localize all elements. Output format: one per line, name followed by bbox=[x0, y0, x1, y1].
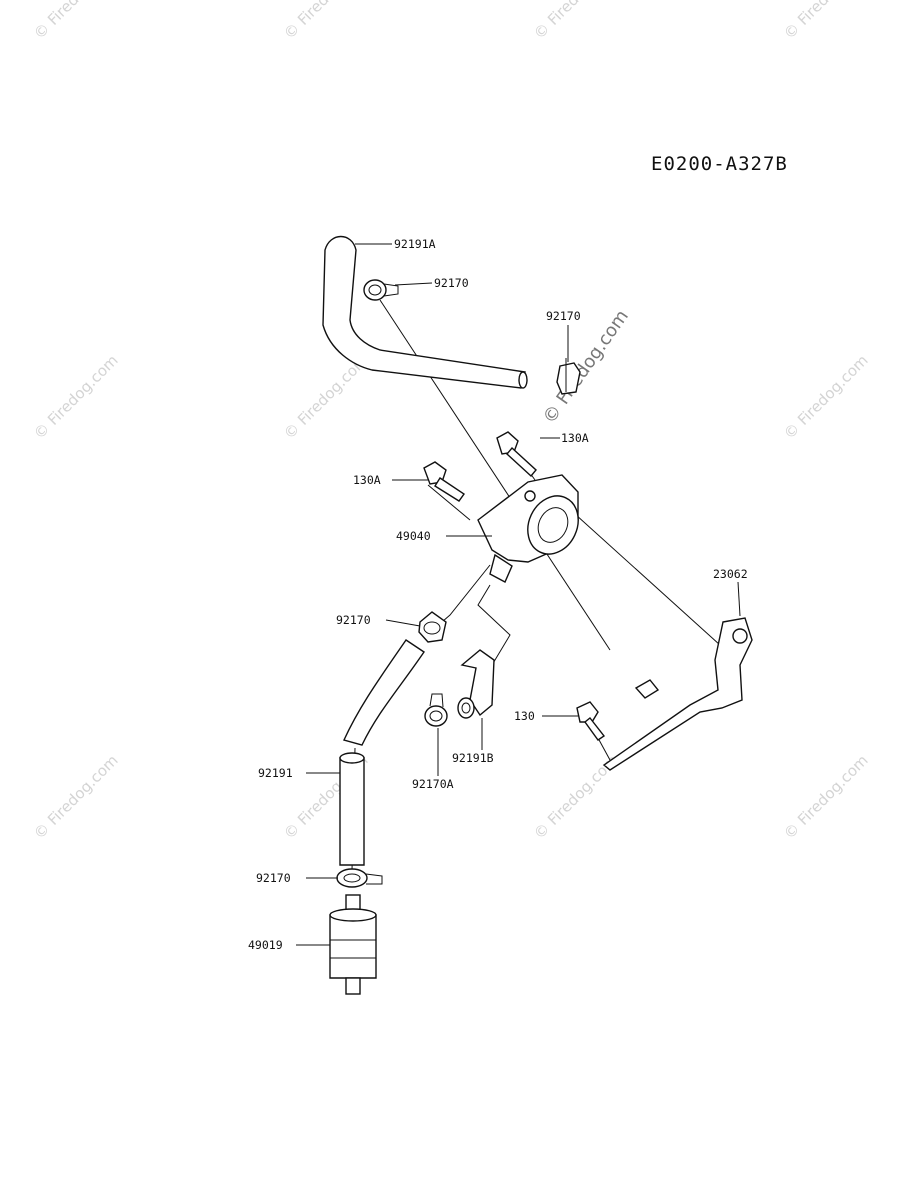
clamp-92170a bbox=[424, 693, 475, 727]
watermark: © Firedog.com bbox=[280, 0, 372, 43]
fuel-pump-49040 bbox=[477, 474, 579, 583]
label-92191b: 92191B bbox=[452, 751, 494, 765]
bolt-130 bbox=[576, 701, 606, 741]
fuel-filter-49019 bbox=[329, 894, 377, 995]
part-labels: 92191A 92170 92170 130A 130A 49040 23062… bbox=[248, 237, 748, 952]
watermark-grid: © Firedog.com © Firedog.com © Firedog.co… bbox=[30, 0, 872, 843]
label-92170-top-right: 92170 bbox=[546, 309, 581, 323]
watermark: © Firedog.com bbox=[780, 751, 872, 843]
label-49019: 49019 bbox=[248, 938, 283, 952]
diagram-code: E0200-A327B bbox=[651, 153, 788, 175]
watermark: © Firedog.com bbox=[780, 0, 872, 43]
clamp-top-left bbox=[363, 279, 399, 301]
clamp-bottom bbox=[336, 868, 383, 888]
clamp-top-right bbox=[556, 358, 581, 395]
label-49040: 49040 bbox=[396, 529, 431, 543]
hose-92191b bbox=[460, 649, 495, 717]
bracket-23062 bbox=[602, 617, 753, 771]
assembly-lines bbox=[351, 299, 721, 871]
leader-lines bbox=[296, 243, 741, 946]
watermark: © Firedog.com bbox=[30, 351, 122, 443]
watermark: © Firedog.com bbox=[30, 751, 122, 843]
label-92191a: 92191A bbox=[394, 237, 436, 251]
watermark: © Firedog.com bbox=[530, 0, 622, 43]
label-130a-left: 130A bbox=[353, 473, 381, 487]
hose-92191 bbox=[339, 639, 425, 866]
label-92191: 92191 bbox=[258, 766, 293, 780]
hose-92191a bbox=[322, 235, 528, 389]
watermark-center: © Firedog.com bbox=[539, 306, 633, 428]
watermark: © Firedog.com bbox=[780, 351, 872, 443]
bolt-130a-left bbox=[423, 461, 465, 502]
label-23062: 23062 bbox=[713, 567, 748, 581]
label-92170-top-left: 92170 bbox=[434, 276, 469, 290]
label-92170a: 92170A bbox=[412, 777, 454, 791]
label-92170-bottom: 92170 bbox=[256, 871, 291, 885]
label-130a-upper: 130A bbox=[561, 431, 589, 445]
label-130: 130 bbox=[514, 709, 535, 723]
label-92170-mid: 92170 bbox=[336, 613, 371, 627]
watermark: © Firedog.com bbox=[30, 0, 122, 43]
clamp-mid bbox=[418, 611, 447, 643]
bolt-130a-upper bbox=[496, 431, 537, 478]
